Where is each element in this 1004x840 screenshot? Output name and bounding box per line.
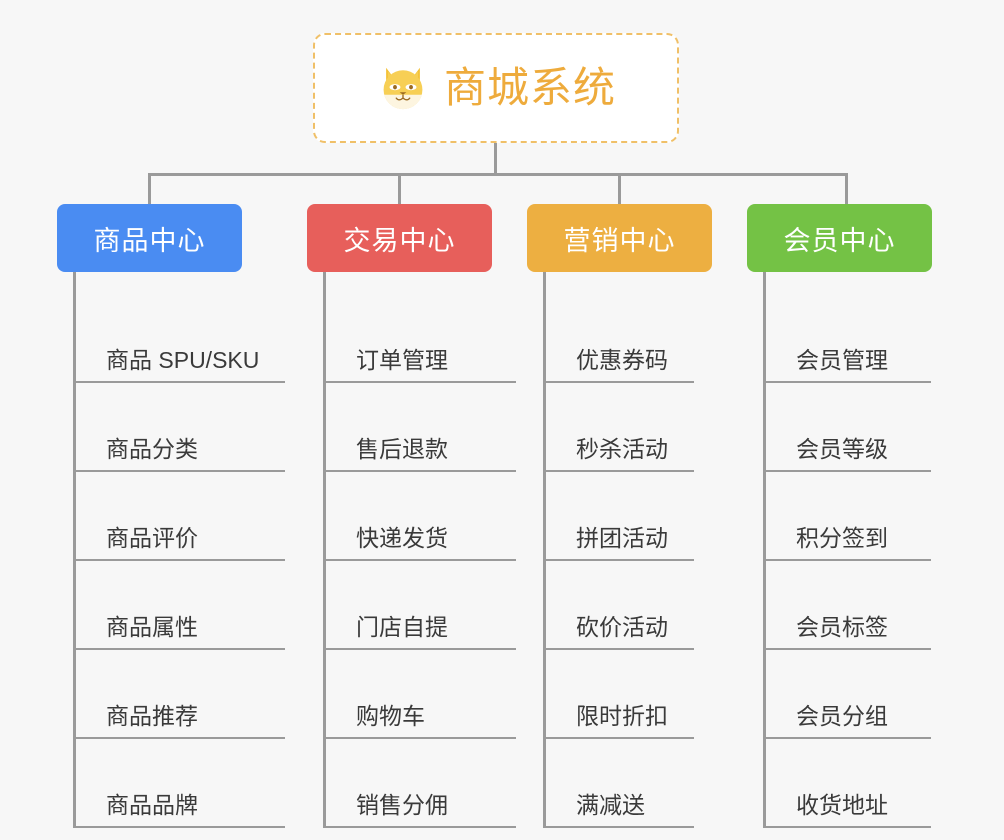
connector-drop-4 [845, 173, 848, 204]
leaf-item[interactable]: 商品评价 [76, 472, 285, 561]
leaf-item[interactable]: 会员分组 [766, 650, 931, 739]
leaf-label: 会员分组 [796, 703, 888, 729]
leaf-item[interactable]: 商品属性 [76, 561, 285, 650]
leaf-label: 会员管理 [796, 347, 888, 373]
branch-column-1: 商品中心 商品 SPU/SKU 商品分类 商品评价 商品属性 商品推荐 商品品牌 [57, 204, 285, 828]
branch-column-3: 营销中心 优惠券码 秒杀活动 拼团活动 砍价活动 限时折扣 满减送 [527, 204, 747, 828]
leaf-item[interactable]: 门店自提 [326, 561, 516, 650]
leaf-item[interactable]: 商品 SPU/SKU [76, 294, 285, 383]
category-label: 营销中心 [563, 225, 676, 256]
leaf-label: 秒杀活动 [576, 436, 668, 462]
leaf-label: 会员标签 [796, 614, 888, 640]
root-title: 商城系统 [443, 64, 616, 111]
leaf-label: 购物车 [356, 703, 425, 729]
branch-column-4: 会员中心 会员管理 会员等级 积分签到 会员标签 会员分组 收货地址 [747, 204, 967, 828]
connector-horizontal-bus [148, 173, 848, 176]
leaf-label: 满减送 [576, 792, 645, 818]
leaf-label: 收货地址 [796, 792, 888, 818]
leaf-item[interactable]: 秒杀活动 [546, 383, 694, 472]
leaf-item[interactable]: 砍价活动 [546, 561, 694, 650]
category-header-1[interactable]: 商品中心 [57, 204, 242, 272]
leaf-list-3: 优惠券码 秒杀活动 拼团活动 砍价活动 限时折扣 满减送 [543, 272, 747, 828]
leaf-label: 会员等级 [796, 436, 888, 462]
leaf-label: 优惠券码 [576, 347, 668, 373]
leaf-item[interactable]: 商品品牌 [76, 739, 285, 828]
leaf-list-2: 订单管理 售后退款 快递发货 门店自提 购物车 销售分佣 [323, 272, 527, 828]
category-header-2[interactable]: 交易中心 [307, 204, 492, 272]
leaf-item[interactable]: 订单管理 [326, 294, 516, 383]
leaf-label: 商品分类 [106, 436, 198, 462]
connector-drop-1 [148, 173, 151, 204]
leaf-item[interactable]: 会员标签 [766, 561, 931, 650]
category-header-4[interactable]: 会员中心 [747, 204, 932, 272]
root-node[interactable]: 商城系统 [313, 33, 679, 143]
leaf-item[interactable]: 限时折扣 [546, 650, 694, 739]
category-label: 交易中心 [343, 225, 456, 256]
leaf-label: 销售分佣 [356, 792, 448, 818]
leaf-item[interactable]: 商品分类 [76, 383, 285, 472]
leaf-label: 商品品牌 [106, 792, 198, 818]
leaf-item[interactable]: 购物车 [326, 650, 516, 739]
category-header-3[interactable]: 营销中心 [527, 204, 712, 272]
leaf-item[interactable]: 优惠券码 [546, 294, 694, 383]
leaf-list-4: 会员管理 会员等级 积分签到 会员标签 会员分组 收货地址 [763, 272, 967, 828]
leaf-label: 商品属性 [106, 614, 198, 640]
leaf-item[interactable]: 快递发货 [326, 472, 516, 561]
leaf-label: 售后退款 [356, 436, 448, 462]
leaf-item[interactable]: 满减送 [546, 739, 694, 828]
leaf-item[interactable]: 拼团活动 [546, 472, 694, 561]
leaf-label: 砍价活动 [576, 614, 668, 640]
leaf-item[interactable]: 会员等级 [766, 383, 931, 472]
leaf-label: 快递发货 [356, 525, 448, 551]
leaf-label: 积分签到 [796, 525, 888, 551]
leaf-label: 订单管理 [356, 347, 448, 373]
dog-face-icon [383, 67, 423, 110]
connector-drop-3 [618, 173, 621, 204]
connector-drop-2 [398, 173, 401, 204]
leaf-item[interactable]: 销售分佣 [326, 739, 516, 828]
branch-column-2: 交易中心 订单管理 售后退款 快递发货 门店自提 购物车 销售分佣 [307, 204, 527, 828]
leaf-label: 限时折扣 [576, 703, 668, 729]
leaf-item[interactable]: 售后退款 [326, 383, 516, 472]
leaf-label: 商品评价 [106, 525, 198, 551]
leaf-label: 门店自提 [356, 614, 448, 640]
leaf-item[interactable]: 收货地址 [766, 739, 931, 828]
category-label: 商品中心 [93, 225, 206, 256]
leaf-list-1: 商品 SPU/SKU 商品分类 商品评价 商品属性 商品推荐 商品品牌 [73, 272, 285, 828]
leaf-label: 拼团活动 [576, 525, 668, 551]
category-label: 会员中心 [783, 225, 896, 256]
leaf-item[interactable]: 积分签到 [766, 472, 931, 561]
leaf-item[interactable]: 商品推荐 [76, 650, 285, 739]
connector-root-stem [494, 143, 497, 176]
leaf-item[interactable]: 会员管理 [766, 294, 931, 383]
leaf-label: 商品 SPU/SKU [106, 347, 260, 373]
leaf-label: 商品推荐 [106, 703, 198, 729]
